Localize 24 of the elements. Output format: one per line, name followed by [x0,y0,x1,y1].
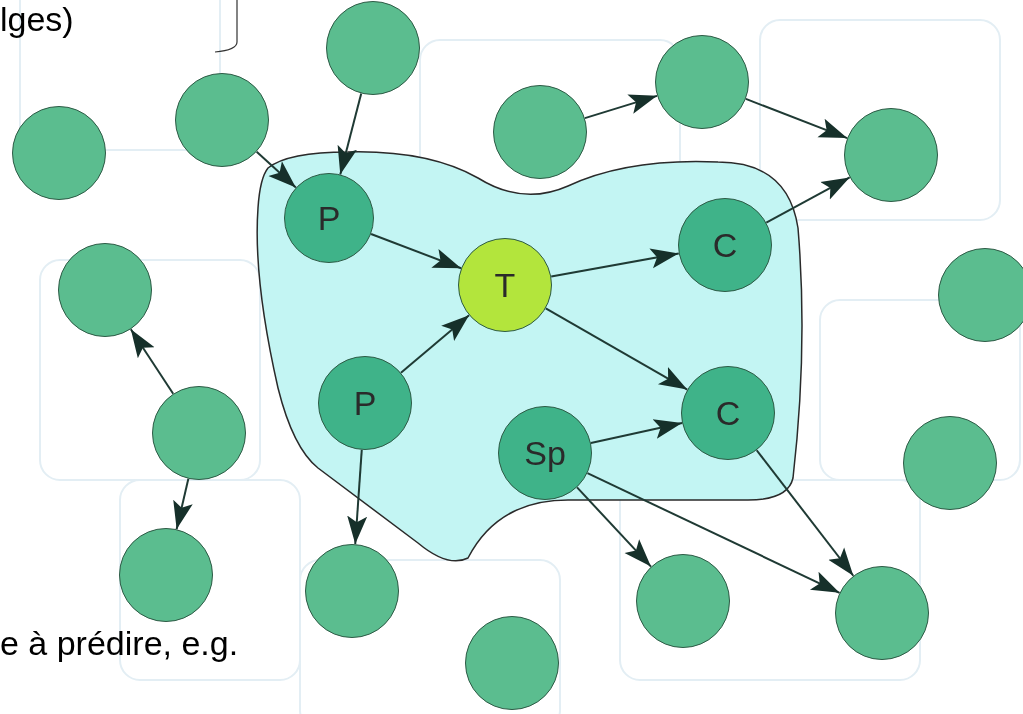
node-label: Sp [524,436,566,470]
arrow [544,307,689,391]
arrow [129,328,175,395]
arrow [347,448,368,546]
arrow [765,176,851,224]
arrow [370,233,463,270]
caption-text: e à prédire, e.g. [0,624,239,663]
arrow [589,419,684,444]
arrow [583,94,659,120]
node-label: P [353,386,377,420]
node-label: C [715,396,741,430]
arrow [576,486,652,568]
arrow [255,150,297,189]
node-label: C [712,228,738,262]
arrow [173,477,193,531]
arrow [337,92,363,176]
node-label: P [317,201,341,235]
caption-text: lges) [0,0,74,39]
node-label: T [494,268,516,302]
arrow [399,314,471,374]
arrow [586,472,841,594]
arrow [550,248,680,278]
arrow [755,449,855,577]
arrow [744,97,849,140]
